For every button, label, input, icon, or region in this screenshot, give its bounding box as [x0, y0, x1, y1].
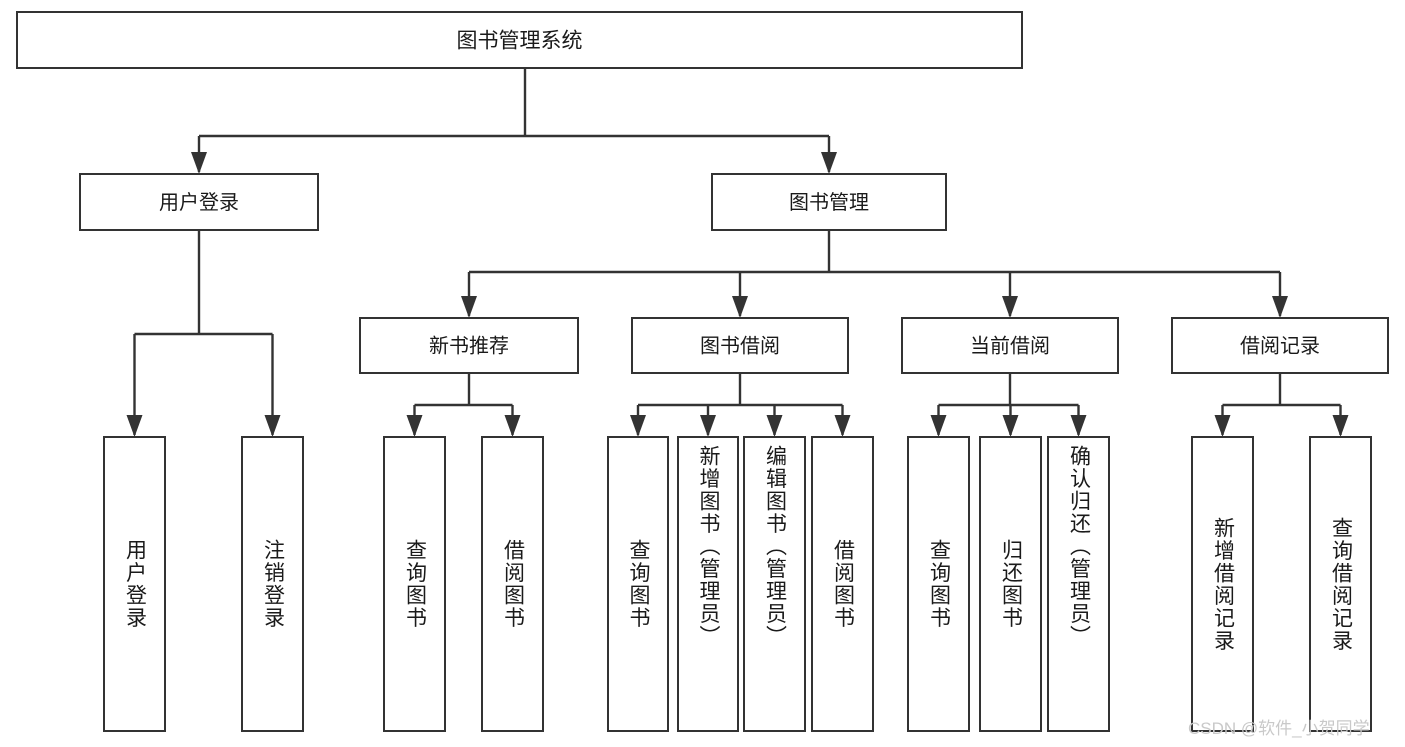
leaf-node-box-9[interactable]: [979, 436, 1042, 732]
arrow-head-icon: [504, 415, 521, 437]
level2-node-box-0[interactable]: [359, 317, 579, 374]
leaf-node-box-1[interactable]: [241, 436, 304, 732]
arrow-head-icon: [1002, 296, 1018, 318]
root-node-box[interactable]: [16, 11, 1023, 69]
arrow-head-icon: [191, 152, 207, 174]
arrow-head-icon: [930, 415, 947, 437]
leaf-node-box-10[interactable]: [1047, 436, 1110, 732]
leaf-node-box-8[interactable]: [907, 436, 970, 732]
level1-node-box-0[interactable]: [79, 173, 319, 231]
leaf-node-box-3[interactable]: [481, 436, 544, 732]
level2-node-box-1[interactable]: [631, 317, 849, 374]
arrow-head-icon: [821, 152, 837, 174]
arrow-head-icon: [630, 415, 646, 437]
level1-node-box-1[interactable]: [711, 173, 947, 231]
arrow-head-icon: [834, 415, 851, 437]
leaf-node-box-7[interactable]: [811, 436, 874, 732]
arrow-head-icon: [1332, 415, 1349, 437]
level2-node-box-3[interactable]: [1171, 317, 1389, 374]
arrow-head-icon: [732, 296, 748, 318]
leaf-node-box-0[interactable]: [103, 436, 166, 732]
level2-node-label-2: 当前借阅: [970, 335, 1050, 358]
level1-node-label-1: 图书管理: [789, 191, 869, 214]
arrow-head-icon: [264, 415, 281, 437]
node-box-layer: [16, 11, 1389, 732]
arrow-head-icon: [1272, 296, 1288, 318]
arrow-head-icon: [1002, 415, 1019, 437]
level1-node-label-0: 用户登录: [159, 191, 239, 214]
arrow-head-icon: [700, 415, 716, 437]
leaf-node-box-4[interactable]: [607, 436, 669, 732]
arrow-head-icon: [406, 415, 423, 437]
leaf-node-box-6[interactable]: [743, 436, 806, 732]
leaf-node-box-5[interactable]: [677, 436, 739, 732]
csdn-watermark: CSDN @软件_小贺同学: [1188, 719, 1370, 738]
connector-layer: [126, 68, 1349, 437]
level2-node-label-1: 图书借阅: [700, 335, 780, 358]
arrow-head-icon: [766, 415, 783, 437]
arrow-head-icon: [461, 296, 477, 318]
arrow-head-icon: [1214, 415, 1231, 437]
level2-node-box-2[interactable]: [901, 317, 1119, 374]
level2-node-label-3: 借阅记录: [1240, 335, 1320, 358]
root-node-label: 图书管理系统: [457, 30, 583, 53]
leaf-node-box-12[interactable]: [1309, 436, 1372, 732]
arrow-head-icon: [126, 415, 143, 437]
level2-node-label-0: 新书推荐: [429, 335, 509, 358]
arrow-head-icon: [1070, 415, 1087, 437]
leaf-node-box-2[interactable]: [383, 436, 446, 732]
leaf-node-box-11[interactable]: [1191, 436, 1254, 732]
